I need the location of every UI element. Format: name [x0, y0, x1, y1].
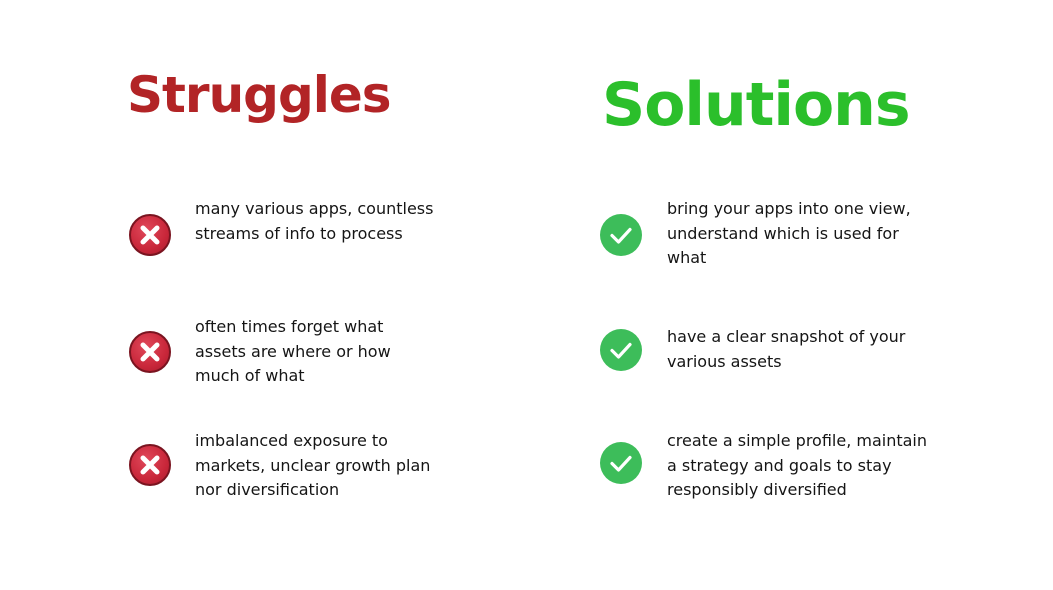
check-icon: [600, 214, 642, 256]
solution-text: have a clear snapshot of your various as…: [667, 327, 906, 371]
struggle-text: imbalanced exposure to markets, unclear …: [195, 431, 431, 499]
check-icon: [600, 329, 642, 371]
struggle-text: often times forget what assets are where…: [195, 317, 391, 385]
cross-icon: [129, 214, 171, 256]
solution-text: bring your apps into one view, understan…: [667, 199, 911, 267]
check-icon: [600, 442, 642, 484]
cross-icon: [129, 331, 171, 373]
solution-text: create a simple profile, maintain a stra…: [667, 431, 928, 499]
struggle-text: many various apps, countless streams of …: [195, 199, 434, 243]
solutions-heading: Solutions: [602, 70, 911, 140]
struggles-heading: Struggles: [127, 66, 392, 124]
cross-icon: [129, 444, 171, 486]
